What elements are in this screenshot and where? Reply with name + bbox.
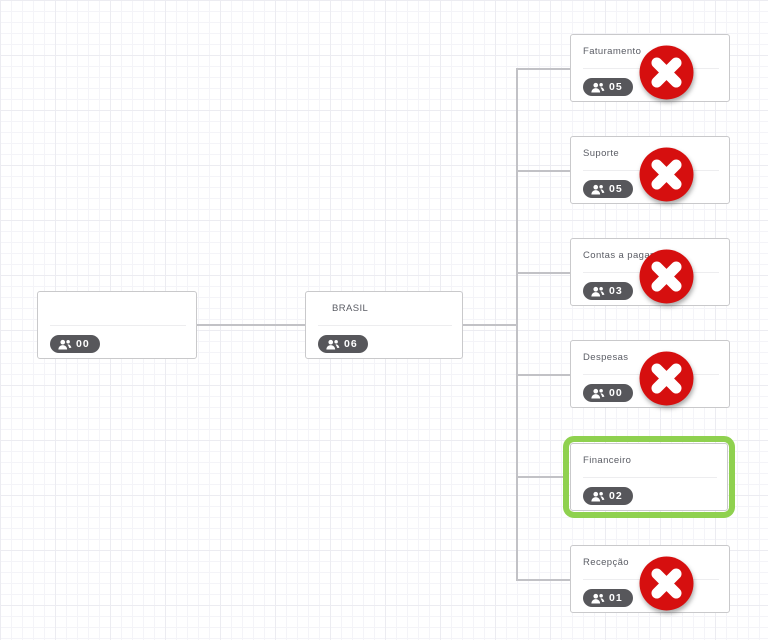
users-icon bbox=[590, 82, 605, 93]
member-count-badge: 03 bbox=[583, 282, 633, 300]
org-node-recepcao[interactable]: Recepção 01 bbox=[570, 545, 730, 613]
member-count-badge: 00 bbox=[583, 384, 633, 402]
x-circle-icon bbox=[639, 147, 694, 202]
delete-node-button[interactable] bbox=[639, 147, 694, 202]
connector-line bbox=[517, 170, 571, 172]
x-circle-icon bbox=[639, 556, 694, 611]
member-count: 03 bbox=[609, 285, 623, 297]
connector-line bbox=[516, 68, 518, 581]
connector-line bbox=[517, 374, 571, 376]
member-count-badge: 06 bbox=[318, 335, 368, 353]
connector-line bbox=[197, 324, 305, 326]
users-icon bbox=[590, 593, 605, 604]
connector-line bbox=[517, 476, 564, 478]
x-circle-icon bbox=[639, 351, 694, 406]
connector-line bbox=[517, 579, 571, 581]
users-icon bbox=[57, 339, 72, 350]
org-node-brasil[interactable]: BRASIL 06 bbox=[305, 291, 463, 359]
users-icon bbox=[325, 339, 340, 350]
member-count: 06 bbox=[344, 338, 358, 350]
org-node-root[interactable]: 00 bbox=[37, 291, 197, 359]
org-node-contas-a-pagar[interactable]: Contas a pagar 03 bbox=[570, 238, 730, 306]
org-node-despesas[interactable]: Despesas 00 bbox=[570, 340, 730, 408]
node-title bbox=[50, 303, 186, 317]
x-circle-icon bbox=[639, 45, 694, 100]
users-icon bbox=[590, 286, 605, 297]
node-title: Contas a pagar bbox=[583, 250, 654, 261]
org-node-financeiro[interactable]: Financeiro 02 bbox=[570, 443, 728, 511]
delete-node-button[interactable] bbox=[639, 45, 694, 100]
node-title: BRASIL bbox=[332, 303, 369, 314]
node-title: Suporte bbox=[583, 148, 620, 159]
org-node-faturamento[interactable]: Faturamento 05 bbox=[570, 34, 730, 102]
member-count-badge: 05 bbox=[583, 78, 633, 96]
member-count-badge: 01 bbox=[583, 589, 633, 607]
delete-node-button[interactable] bbox=[639, 351, 694, 406]
member-count: 00 bbox=[76, 338, 90, 350]
connector-line bbox=[517, 68, 571, 70]
connector-line bbox=[517, 272, 571, 274]
member-count: 05 bbox=[609, 183, 623, 195]
node-title: Recepção bbox=[583, 557, 629, 568]
member-count: 02 bbox=[609, 490, 623, 502]
member-count: 05 bbox=[609, 81, 623, 93]
member-count-badge: 05 bbox=[583, 180, 633, 198]
x-circle-icon bbox=[639, 249, 694, 304]
connector-line bbox=[463, 324, 517, 326]
node-title: Financeiro bbox=[583, 455, 632, 466]
users-icon bbox=[590, 388, 605, 399]
node-divider bbox=[318, 325, 452, 326]
member-count-badge: 00 bbox=[50, 335, 100, 353]
delete-node-button[interactable] bbox=[639, 249, 694, 304]
selection-ring bbox=[563, 436, 735, 518]
users-icon bbox=[590, 491, 605, 502]
node-title: Despesas bbox=[583, 352, 629, 363]
node-title: Faturamento bbox=[583, 46, 642, 57]
org-node-suporte[interactable]: Suporte 05 bbox=[570, 136, 730, 204]
member-count: 00 bbox=[609, 387, 623, 399]
member-count-badge: 02 bbox=[583, 487, 633, 505]
users-icon bbox=[590, 184, 605, 195]
node-divider bbox=[50, 325, 186, 326]
node-divider bbox=[583, 477, 717, 478]
member-count: 01 bbox=[609, 592, 623, 604]
delete-node-button[interactable] bbox=[639, 556, 694, 611]
